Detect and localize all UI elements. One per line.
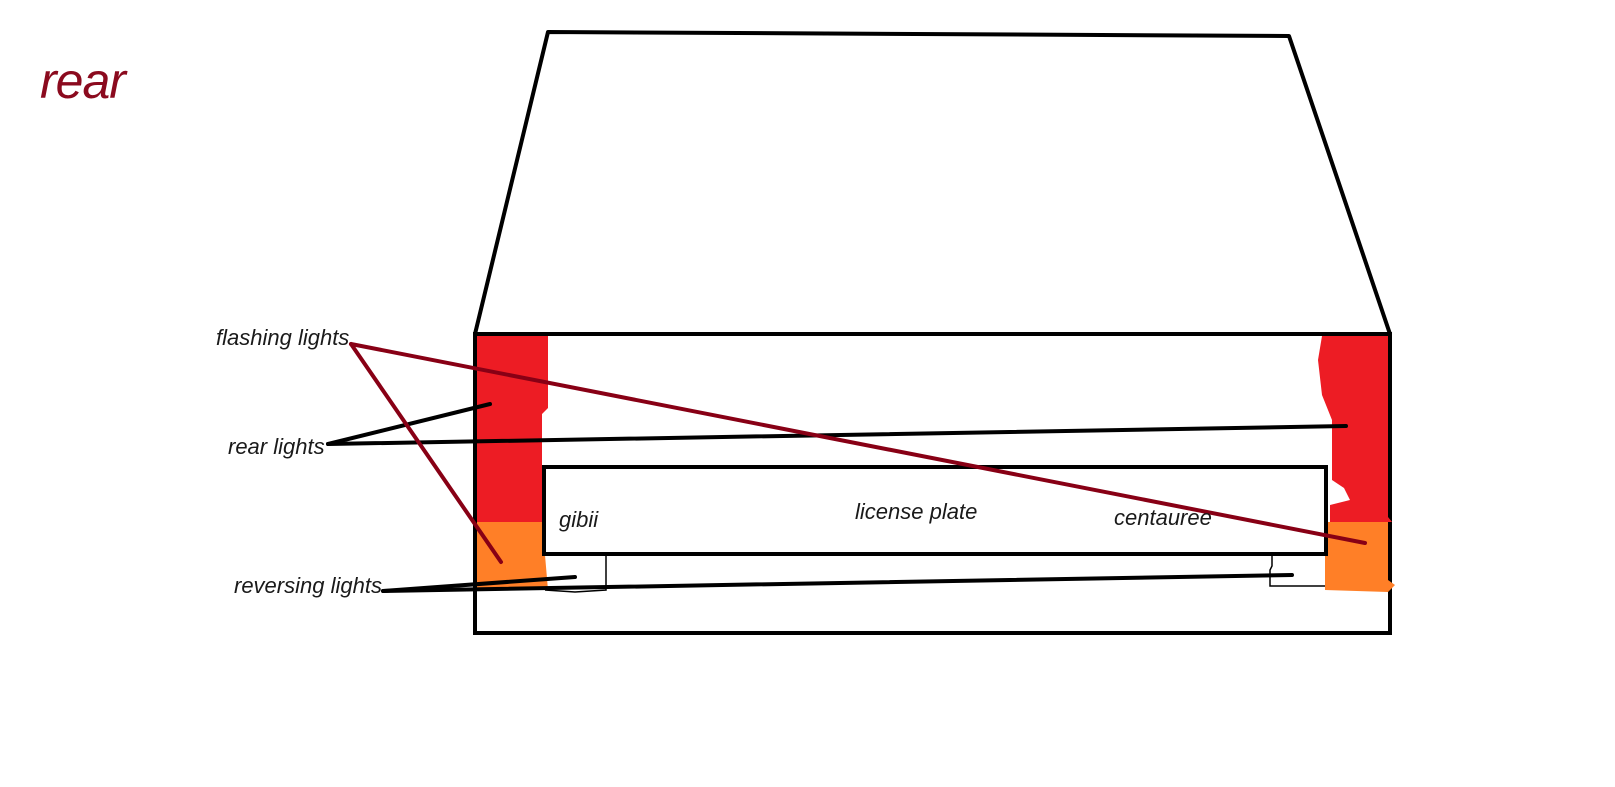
reversing-lights-label: reversing lights (234, 573, 382, 598)
car-body-outline (473, 332, 1392, 635)
flashing-lights-pointer-right (349, 342, 1367, 545)
rear-lights-pointer-left (326, 402, 492, 446)
right-reversing-light (1322, 522, 1395, 592)
flashing-lights-pointer-left (349, 342, 503, 564)
reversing-lights-pointer-right (381, 573, 1294, 593)
flashing-lights-label: flashing lights (216, 325, 350, 350)
gibii-label: gibii (559, 507, 599, 532)
rear-lights-label: rear lights (228, 434, 325, 459)
left-reversing-light-box (544, 554, 607, 593)
left-rear-light (477, 336, 548, 522)
right-rear-light (1318, 336, 1392, 522)
left-reversing-light (477, 522, 548, 590)
rear-lights-pointer-right (326, 424, 1348, 446)
rear-window-outline (473, 30, 1392, 335)
right-reversing-light-box (1269, 554, 1325, 587)
centauree-label: centauree (1114, 505, 1212, 530)
license-plate-label: license plate (855, 499, 978, 524)
page-title: rear (40, 53, 126, 109)
